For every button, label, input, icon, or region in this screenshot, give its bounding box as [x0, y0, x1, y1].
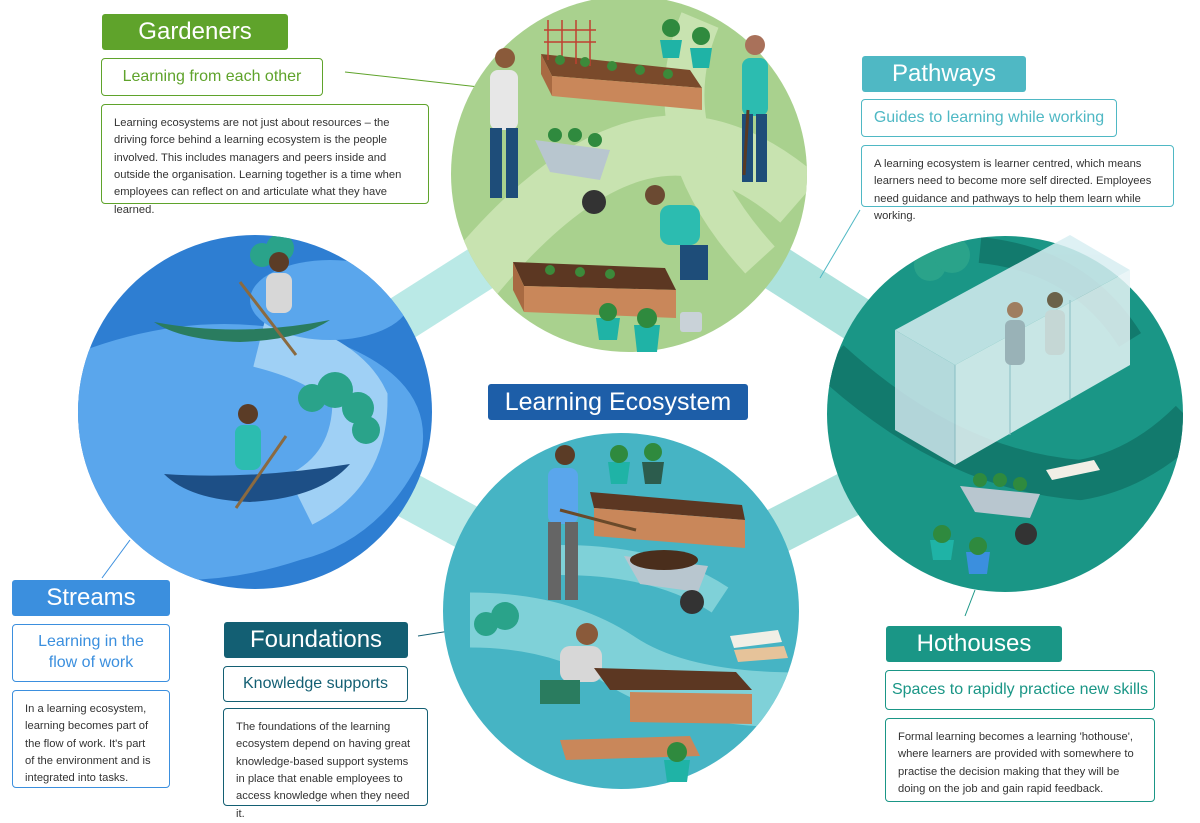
pathways-title: Pathways — [862, 56, 1026, 92]
hothouses-title: Hothouses — [886, 626, 1062, 662]
plant-pot — [608, 443, 664, 484]
streams-subtitle: Learning in the flow of work — [12, 624, 170, 682]
gardeners-description: Learning ecosystems are not just about r… — [101, 104, 429, 216]
raised-bed — [560, 668, 752, 760]
gardeners-subtitle: Learning from each other — [101, 58, 323, 96]
watering-can — [680, 312, 702, 332]
streams-circle — [78, 235, 432, 589]
pathways-description: A learning ecosystem is learner centred,… — [861, 145, 1174, 222]
gardener-figure — [490, 48, 518, 198]
gardener-figure — [645, 185, 708, 280]
gardener-figure — [540, 623, 602, 704]
wheelbarrow — [960, 473, 1040, 545]
hothouses-circle — [827, 235, 1183, 592]
plant-pot — [596, 303, 660, 352]
raised-bed — [541, 20, 702, 110]
raised-bed — [590, 492, 745, 548]
canoe — [154, 252, 330, 356]
wheelbarrow — [535, 128, 610, 214]
hothouses-subtitle: Spaces to rapidly practice new skills — [885, 670, 1155, 710]
hothouses-description: Formal learning becomes a learning 'hoth… — [885, 718, 1155, 802]
raised-bed — [513, 262, 676, 318]
foundations-title: Foundations — [224, 622, 408, 658]
streams-description: In a learning ecosystem, learning become… — [12, 690, 170, 788]
plant-pot — [660, 19, 712, 68]
page-title: Learning Ecosystem — [488, 384, 748, 420]
raised-bed — [1046, 460, 1100, 480]
pathways-subtitle: Guides to learning while working — [861, 99, 1117, 137]
foundations-subtitle: Knowledge supports — [223, 666, 408, 702]
foundations-circle — [443, 433, 799, 789]
streams-title: Streams — [12, 580, 170, 616]
canoe — [164, 404, 350, 509]
wheelbarrow — [624, 550, 708, 614]
gardeners-circle — [451, 0, 807, 352]
plant-pot — [930, 525, 990, 574]
gardener-figure — [742, 35, 768, 182]
greenhouse — [895, 235, 1130, 465]
foundations-description: The foundations of the learning ecosyste… — [223, 708, 428, 820]
gardener-figure — [548, 445, 637, 600]
callout-lines — [101, 71, 976, 637]
gardeners-title: Gardeners — [102, 14, 288, 50]
plant-pot — [664, 742, 690, 782]
raised-bed — [730, 630, 788, 662]
